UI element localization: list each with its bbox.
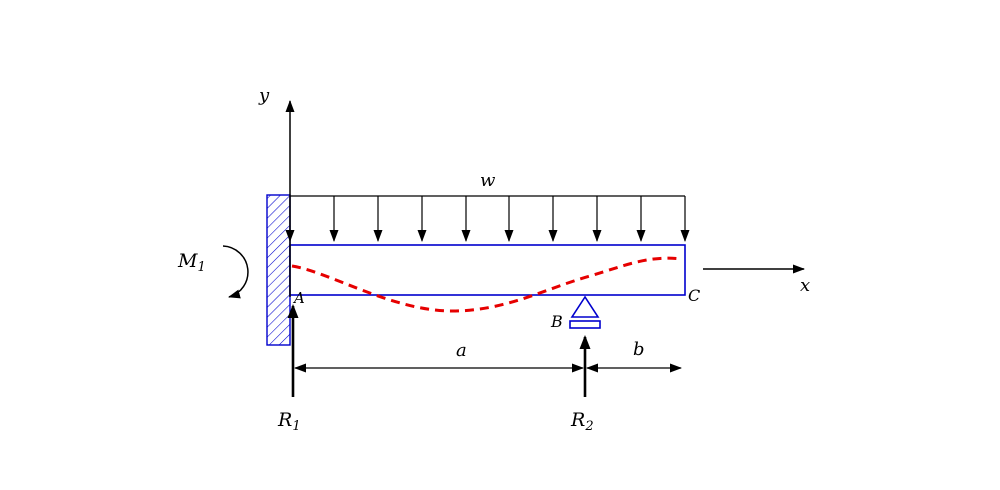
y-axis-label: y — [258, 85, 270, 106]
reaction-r2-sub: 2 — [584, 419, 593, 434]
distributed-load — [285, 195, 690, 242]
fixed-support-wall — [266, 194, 291, 346]
reaction-r1-label: R1 — [277, 409, 301, 434]
beam — [289, 244, 686, 296]
deflection-curve — [291, 256, 683, 313]
x-axis-label: x — [800, 275, 810, 296]
moment-label: M1 — [177, 250, 206, 275]
dim-b-label: b — [633, 339, 645, 360]
load-label: w — [480, 170, 496, 191]
reaction-r1-sub: 1 — [292, 419, 300, 434]
moment-label-sub: 1 — [197, 260, 205, 275]
point-c-label: C — [688, 286, 700, 305]
roller-support-triangle — [570, 295, 600, 318]
moment-label-base: M — [177, 250, 198, 272]
reaction-r1-base: R — [277, 409, 292, 431]
reaction-r2-label: R2 — [570, 409, 594, 434]
point-a-label: A — [292, 289, 305, 307]
roller-support — [569, 295, 601, 329]
reaction-r2-base: R — [570, 409, 585, 431]
moment-arrow — [222, 245, 249, 299]
roller-support-base — [569, 320, 601, 329]
point-b-label: B — [550, 312, 563, 331]
dim-a-label: a — [456, 340, 467, 361]
